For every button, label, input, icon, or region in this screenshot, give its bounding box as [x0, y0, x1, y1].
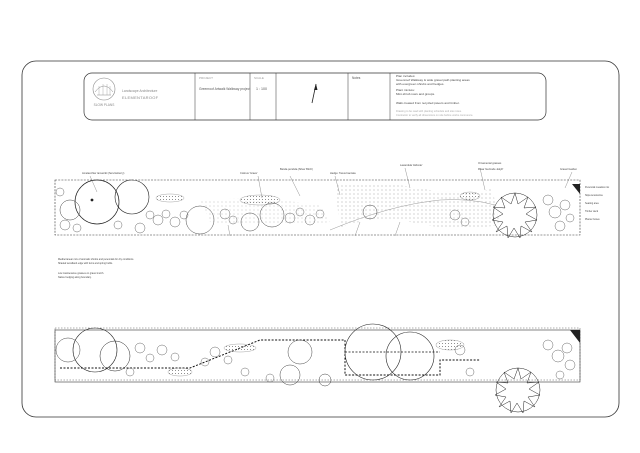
footnote-1: Drawing to be read with planting schedul…	[396, 109, 462, 113]
plan-bottom	[54, 323, 581, 414]
plant-label: Cotinus 'Grace'	[240, 171, 258, 175]
notes-label: Notes	[352, 76, 361, 80]
notes-line-4: Plant mixture:	[396, 88, 415, 92]
firm-name: ELEMENTAROOF	[122, 95, 159, 100]
scale-value: 1 : 100	[256, 87, 267, 91]
notes-line-5: Mini-shrub rows and groups.	[396, 92, 435, 96]
title-block: SLOW PLANS Landscape Architecture ELEMEN…	[83, 72, 547, 121]
plan-note: Native hedging along boundary.	[58, 276, 92, 279]
notes-line-6: Walk created from recycled pavers and ti…	[396, 101, 460, 105]
plan-top: Amelanchier lamarckii (Serviceberry) Cot…	[54, 161, 610, 279]
project-label: PROJECT	[199, 76, 213, 80]
palm-tree-icon	[494, 367, 541, 414]
north-arrow-icon	[311, 83, 318, 104]
footnote-2: Contractor to verify all dimensions on s…	[396, 113, 473, 117]
logo-text: SLOW PLANS	[94, 103, 115, 107]
plant-label: Hedge: Taxus baccata	[330, 171, 356, 175]
plan-note: Shaded woodland edge with ferns and spri…	[58, 262, 113, 265]
plant-label: Timber deck	[585, 210, 599, 213]
plant-label: Perennial meadow mix	[585, 186, 610, 189]
notes-line-3: with evergreen shrubs and hedges.	[396, 82, 444, 86]
plant-label: Amelanchier lamarckii (Serviceberry)	[82, 171, 125, 175]
plant-label: Stipa tenuissima	[585, 194, 603, 197]
firm-line: Landscape Architecture	[122, 89, 158, 93]
plant-label: Ornamental grasses	[478, 161, 502, 165]
plant-label: Lavandula 'Hidcote'	[400, 163, 423, 167]
plant-label: Betula pendula (Silver Birch)	[280, 167, 313, 171]
plan-note: Low maintenance grasses on gravel mulch.	[58, 272, 104, 275]
plant-label: Seating area	[585, 202, 599, 205]
scale-label: SCALE	[254, 76, 264, 80]
plant-label: Planter boxes	[585, 218, 600, 221]
notes-line-2: Greenroof Walkway & wide gravel path pla…	[396, 78, 470, 82]
plant-label: Gravel Garden	[560, 167, 578, 171]
project-name: Greenroof Artwalk Walkway project	[199, 87, 250, 91]
plant-label: Rosa 'Gertrude Jekyll'	[478, 167, 504, 171]
notes-line-1: Plan includes:	[396, 74, 415, 78]
firm-logo	[92, 77, 116, 101]
plan-note: Mediterranean mix of aromatic shrubs and…	[58, 258, 134, 261]
palm-tree-icon	[491, 192, 538, 239]
